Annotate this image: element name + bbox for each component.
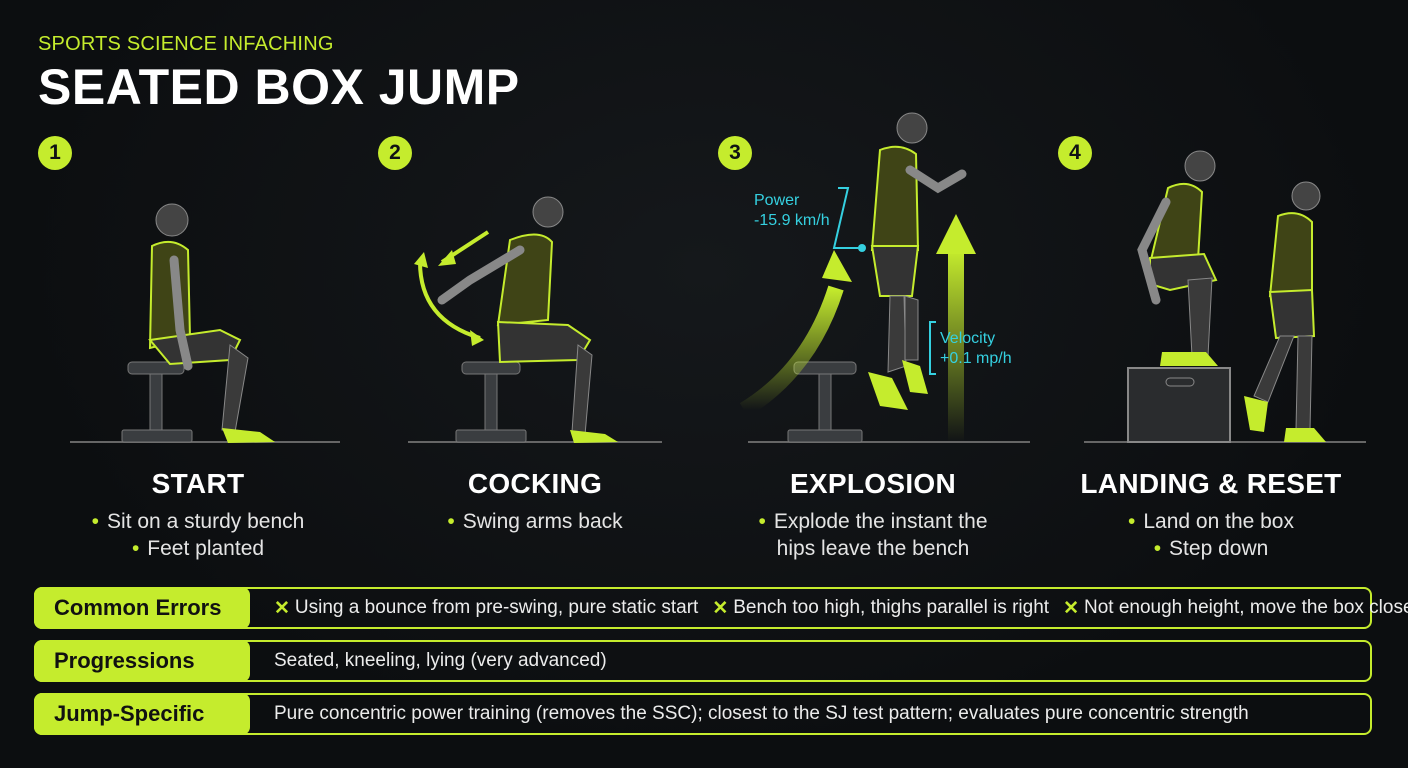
- step-landing: LANDING & RESET •Land on the box •Step d…: [1051, 468, 1371, 562]
- landing-illustration: [1080, 140, 1370, 450]
- step-title: LANDING & RESET: [1080, 468, 1342, 499]
- explosion-illustration: [740, 110, 1040, 450]
- velocity-label: Velocity: [940, 330, 996, 347]
- velocity-annotation: Velocity +0.1 mp/h: [940, 329, 1012, 369]
- start-illustration: [70, 180, 340, 450]
- list-item: •Step down: [1153, 537, 1269, 560]
- error-item: ✕Using a bounce from pre-swing, pure sta…: [274, 597, 699, 619]
- power-annotation: Power -15.9 km/h: [754, 191, 830, 231]
- list-item: •Sit on a sturdy bench: [91, 510, 305, 533]
- bullet-dot-icon: •: [758, 510, 766, 533]
- step-1-badge: 1: [38, 136, 72, 170]
- jump-specific-row: Jump-Specific Pure concentric power trai…: [34, 693, 1372, 735]
- common-errors-label: Common Errors: [34, 587, 250, 629]
- power-value: -15.9 km/h: [754, 212, 830, 229]
- list-item: •Land on the box: [1128, 510, 1294, 533]
- common-errors-list: ✕Using a bounce from pre-swing, pure sta…: [274, 589, 1408, 627]
- bullet-dot-icon: •: [1128, 510, 1136, 533]
- jump-specific-text: Pure concentric power training (removes …: [274, 703, 1249, 724]
- step-cocking: COCKING •Swing arms back: [375, 468, 695, 535]
- list-item: •Feet planted: [131, 537, 265, 560]
- power-label: Power: [754, 192, 800, 209]
- velocity-value: +0.1 mp/h: [940, 350, 1012, 367]
- step-title: START: [151, 468, 245, 499]
- progressions-label: Progressions: [34, 640, 250, 682]
- step-3-badge: 3: [718, 136, 752, 170]
- list-item: hips leave the bench: [776, 537, 970, 560]
- common-errors-row: Common Errors ✕Using a bounce from pre-s…: [34, 587, 1408, 629]
- jump-specific-label: Jump-Specific: [34, 693, 250, 735]
- bullet-dot-icon: •: [91, 510, 100, 533]
- list-item: •Explode the instant the: [758, 510, 988, 533]
- kicker: SPORTS SCIENCE INFACHING: [38, 33, 334, 55]
- step-start: START •Sit on a sturdy bench •Feet plant…: [38, 468, 358, 562]
- error-x-icon: ✕: [712, 597, 729, 619]
- progressions-row: Progressions Seated, kneeling, lying (ve…: [34, 640, 1372, 682]
- cocking-illustration: [400, 180, 670, 450]
- step-title: COCKING: [467, 468, 603, 499]
- bullet-dot-icon: •: [447, 510, 455, 533]
- bullet-dot-icon: •: [131, 537, 140, 560]
- list-item: •Swing arms back: [447, 510, 623, 533]
- error-x-icon: ✕: [1063, 597, 1079, 619]
- step-4-badge: 4: [1058, 136, 1092, 170]
- page-title: SEATED BOX JUMP: [38, 59, 520, 115]
- step-title: EXPLOSION: [789, 468, 957, 499]
- bullet-dot-icon: •: [1153, 537, 1162, 560]
- error-item: ✕Not enough height, move the box closer: [1063, 597, 1408, 619]
- step-explosion: EXPLOSION •Explode the instant the hips …: [713, 468, 1033, 562]
- error-item: ✕Bench too high, thighs parallel is righ…: [712, 597, 1050, 619]
- step-2-badge: 2: [378, 136, 412, 170]
- error-x-icon: ✕: [274, 597, 290, 619]
- progressions-text: Seated, kneeling, lying (very advanced): [274, 650, 607, 671]
